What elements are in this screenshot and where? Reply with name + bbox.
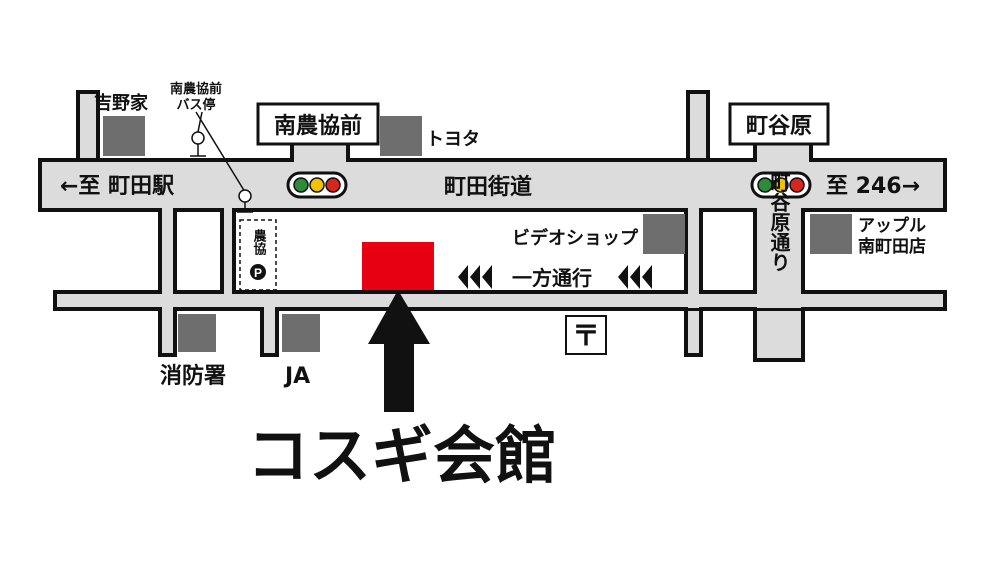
to-246-label: 至 246→ bbox=[826, 174, 920, 199]
bus-stop-icon bbox=[191, 131, 205, 145]
intersection-left-label: 南農協前 bbox=[274, 113, 362, 139]
intersection-sign-left: 南農協前 bbox=[256, 102, 380, 146]
bus-stop-name-line1: 南農協前 bbox=[170, 81, 222, 97]
toyota-building bbox=[380, 116, 422, 156]
traffic-light-left bbox=[286, 171, 348, 199]
intersection-right-label: 町谷原 bbox=[746, 114, 812, 139]
post-office: 〒 bbox=[565, 315, 607, 355]
buildings bbox=[103, 116, 852, 352]
nokyo-label: 農協 bbox=[251, 228, 267, 256]
apple-label-line1: アップル bbox=[858, 215, 926, 236]
bus-stop: 南農協前 バス停 bbox=[170, 81, 253, 213]
yoshinoya-building bbox=[103, 116, 145, 156]
destination-marker bbox=[362, 242, 434, 290]
fire-station-building bbox=[178, 314, 216, 352]
yoshinoya-label: 吉野家 bbox=[94, 92, 149, 114]
one-way-arrows-right bbox=[618, 265, 652, 289]
intersection-sign-right: 町谷原 bbox=[728, 102, 830, 146]
to-machida-label: ←至 町田駅 bbox=[60, 174, 174, 199]
toyota-label: トヨタ bbox=[426, 129, 480, 150]
bus-stop-name-line2: バス停 bbox=[176, 97, 215, 113]
one-way-label: 一方通行 bbox=[512, 266, 592, 290]
nokyo-parking: 農協 P bbox=[239, 219, 277, 291]
video-shop-building bbox=[643, 214, 685, 254]
ja-label: JA bbox=[283, 364, 310, 389]
svg-text:P: P bbox=[254, 266, 262, 280]
side-street-label: 町谷原通り bbox=[767, 172, 791, 272]
destination-name: コスギ会館 bbox=[247, 419, 557, 492]
main-road-label: 町田街道 bbox=[444, 174, 532, 200]
one-way-arrows-left bbox=[458, 265, 492, 289]
up-arrow-icon bbox=[368, 290, 430, 412]
video-shop-label: ビデオショップ bbox=[512, 227, 639, 249]
fire-station-label: 消防署 bbox=[160, 364, 226, 389]
apple-label-line2: 南町田店 bbox=[858, 236, 926, 257]
parking-icon bbox=[250, 264, 266, 280]
bus-stop-icon-2 bbox=[238, 189, 252, 203]
apple-building bbox=[810, 214, 852, 254]
ja-building bbox=[282, 314, 320, 352]
post-office-icon: 〒 bbox=[572, 319, 600, 352]
traffic-light-right bbox=[750, 171, 812, 199]
road-network bbox=[38, 90, 947, 362]
